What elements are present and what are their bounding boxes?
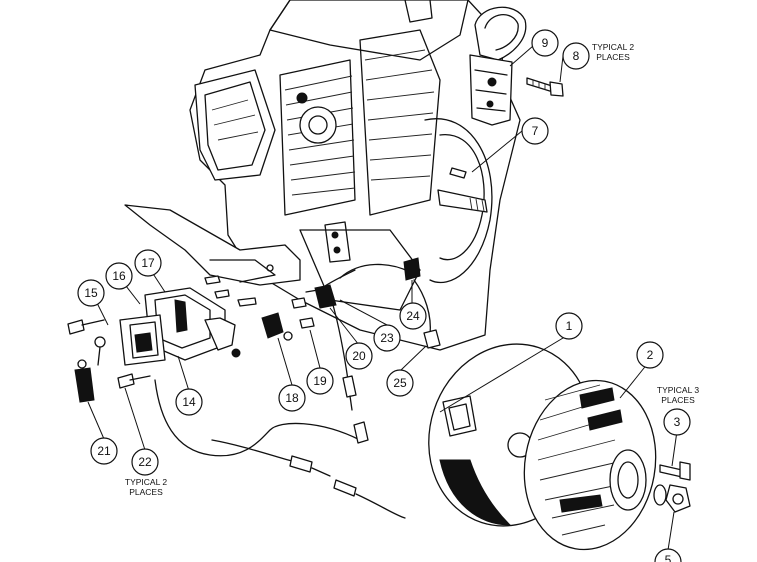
svg-text:PLACES: PLACES [661, 395, 695, 405]
svg-text:18: 18 [285, 391, 299, 405]
svg-text:14: 14 [182, 395, 196, 409]
svg-text:23: 23 [380, 331, 394, 345]
callout-18: 16 [105, 262, 133, 290]
svg-text:25: 25 [393, 376, 407, 390]
svg-text:2: 2 [647, 348, 654, 362]
svg-text:24: 24 [406, 309, 420, 323]
cooling-fan [523, 379, 657, 551]
svg-text:7: 7 [532, 124, 539, 138]
left-hardware [67, 319, 151, 403]
callout-5: 5 [654, 548, 682, 562]
callout-24: 24 [399, 302, 427, 330]
callout-3: 3 [663, 408, 691, 436]
callout-21: 19 [306, 367, 334, 395]
callout-8: 8 [562, 42, 590, 70]
svg-text:17: 17 [141, 256, 155, 270]
callout-17: 14 [175, 388, 203, 416]
callout-1: 1 [555, 312, 583, 340]
callout-2: 2 [636, 341, 664, 369]
svg-text:PLACES: PLACES [596, 52, 630, 62]
callout-19: 17 [134, 249, 162, 277]
svg-text:8: 8 [573, 49, 580, 63]
callout-22: 20 [345, 342, 373, 370]
svg-text:21: 21 [97, 444, 111, 458]
callout-14: 22 [131, 448, 159, 476]
wire-harness [321, 257, 441, 349]
callout-15: 21 [90, 437, 118, 465]
note-typical-2-bottom: TYPICAL 2 PLACES [125, 477, 167, 497]
fan-hardware [653, 461, 691, 513]
svg-text:15: 15 [84, 286, 98, 300]
svg-text:TYPICAL 2: TYPICAL 2 [125, 477, 167, 487]
svg-text:19: 19 [313, 374, 327, 388]
svg-text:TYPICAL 3: TYPICAL 3 [657, 385, 699, 395]
svg-text:5: 5 [665, 553, 672, 562]
svg-text:9: 9 [542, 36, 549, 50]
callout-16: 15 [77, 279, 105, 307]
svg-text:3: 3 [674, 415, 681, 429]
callout-23: 23 [373, 324, 401, 352]
ignition-coil [469, 6, 527, 126]
svg-text:PLACES: PLACES [129, 487, 163, 497]
mounting-bracket [124, 204, 301, 286]
cylinder-fins [279, 59, 356, 216]
svg-text:20: 20 [352, 349, 366, 363]
kill-wire [154, 379, 406, 519]
callout-20: 18 [278, 384, 306, 412]
svg-text:TYPICAL 2: TYPICAL 2 [592, 42, 634, 52]
svg-text:22: 22 [138, 455, 152, 469]
note-typical-3: TYPICAL 3 PLACES [657, 385, 699, 405]
callout-9: 9 [531, 29, 559, 57]
svg-text:16: 16 [112, 269, 126, 283]
callout-25: 25 [386, 369, 414, 397]
svg-text:1: 1 [566, 319, 573, 333]
engine-block [189, 0, 521, 351]
connectors [261, 284, 357, 411]
coil-bolt [526, 77, 564, 97]
callout-7: 7 [521, 117, 549, 145]
rectifier-module [119, 275, 257, 366]
note-typical-2-top: TYPICAL 2 PLACES [592, 42, 634, 62]
